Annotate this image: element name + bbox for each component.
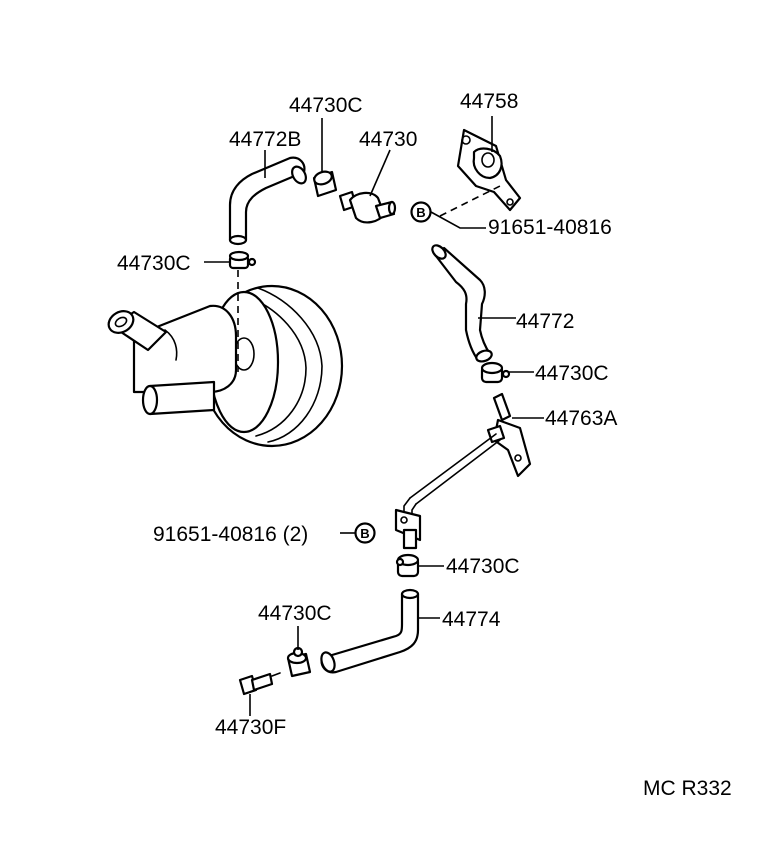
- label-44730c-mid: 44730C: [535, 362, 609, 385]
- label-44774: 44774: [442, 608, 501, 631]
- svg-text:B: B: [360, 526, 369, 541]
- label-91651-bottom: 91651-40816 (2): [153, 523, 308, 546]
- vacuum-hose-44774: [320, 588, 420, 674]
- label-44763a: 44763A: [545, 407, 617, 430]
- svg-text:B: B: [416, 205, 425, 220]
- hose-clamp-44730c-top: [312, 170, 338, 198]
- label-44730c-low: 44730C: [446, 555, 520, 578]
- label-44730f: 44730F: [215, 716, 286, 739]
- vacuum-hose-44772b: [228, 156, 307, 246]
- label-44772b: 44772B: [229, 128, 301, 151]
- vacuum-pipe-44763a: [394, 392, 532, 550]
- label-44730c-left: 44730C: [117, 252, 191, 275]
- brake-booster: [107, 270, 344, 448]
- hose-clamp-44730c-left: [228, 250, 257, 270]
- hose-clamp-44730c-mid: [480, 361, 511, 384]
- hose-clamp-44730c-bottom: [286, 646, 312, 678]
- label-44772: 44772: [516, 310, 574, 333]
- label-44758: 44758: [460, 90, 518, 113]
- label-44730c-top: 44730C: [289, 94, 363, 117]
- bolt-symbol-top: B: [410, 201, 432, 223]
- fitting-44730f: [238, 672, 281, 696]
- leader-lines: [204, 116, 544, 716]
- label-91651-top: 91651-40816: [488, 216, 612, 239]
- bolt-symbol-bottom: B: [354, 522, 376, 544]
- check-valve-44730: [338, 190, 397, 224]
- reference-code: MC R332: [643, 777, 732, 800]
- label-44730: 44730: [359, 128, 417, 151]
- hose-clamp-44730c-low: [395, 553, 420, 578]
- bracket-44758: [439, 128, 522, 217]
- part-labels: 44758 44730C 44772B 44730 91651-40816 44…: [117, 90, 732, 800]
- label-44730c-bottom: 44730C: [258, 602, 332, 625]
- vacuum-hose-44772: [431, 244, 493, 363]
